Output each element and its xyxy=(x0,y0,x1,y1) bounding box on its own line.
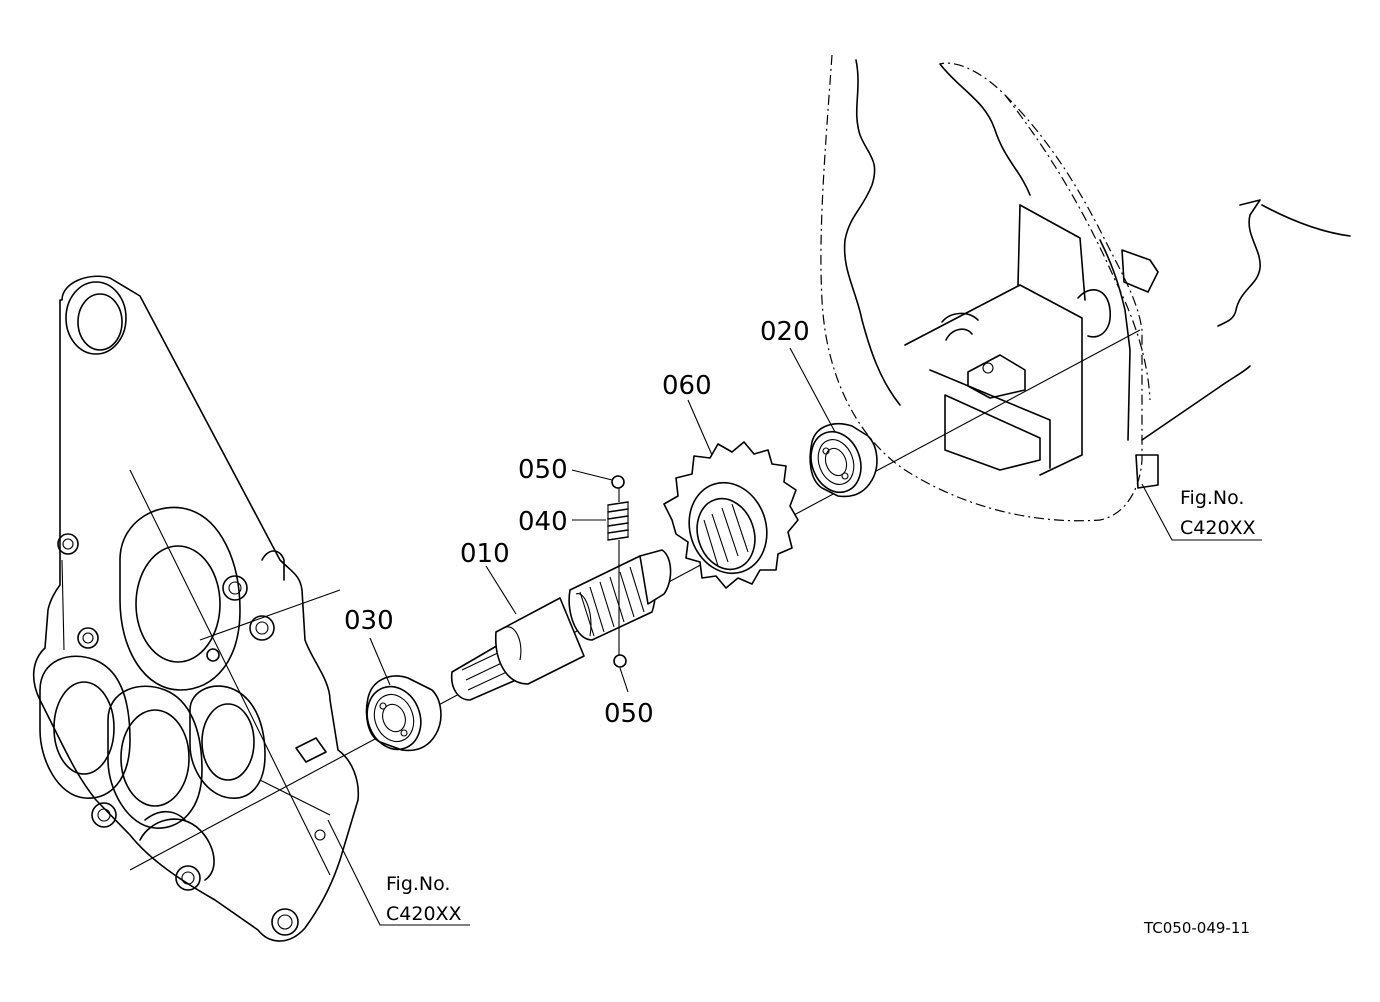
fig-ref-left-code: C420XX xyxy=(386,903,462,925)
shaft-010 xyxy=(450,549,672,701)
transmission-case-right xyxy=(820,54,1351,522)
drawing-code: TC050-049-11 xyxy=(1143,919,1250,937)
callout-050-bottom: 050 xyxy=(604,699,654,729)
leader-lines xyxy=(327,347,1262,926)
callout-050-top: 050 xyxy=(518,455,568,485)
detent-ball-050-top xyxy=(611,475,625,489)
callout-040: 040 xyxy=(518,507,568,537)
fig-ref-right-label: Fig.No. xyxy=(1180,487,1244,509)
callout-020: 020 xyxy=(760,317,810,347)
fig-ref-left-label: Fig.No. xyxy=(386,873,450,895)
detent-spring-040 xyxy=(607,501,629,541)
ball-bearing-030 xyxy=(365,675,442,752)
gear-case-left xyxy=(32,275,360,942)
gear-060 xyxy=(663,441,799,589)
ball-bearing-020 xyxy=(809,422,878,498)
callout-010: 010 xyxy=(460,539,510,569)
callout-060: 060 xyxy=(662,371,712,401)
callout-030: 030 xyxy=(344,606,394,636)
detent-ball-050-bottom xyxy=(613,654,627,668)
fig-ref-right-code: C420XX xyxy=(1180,517,1256,539)
